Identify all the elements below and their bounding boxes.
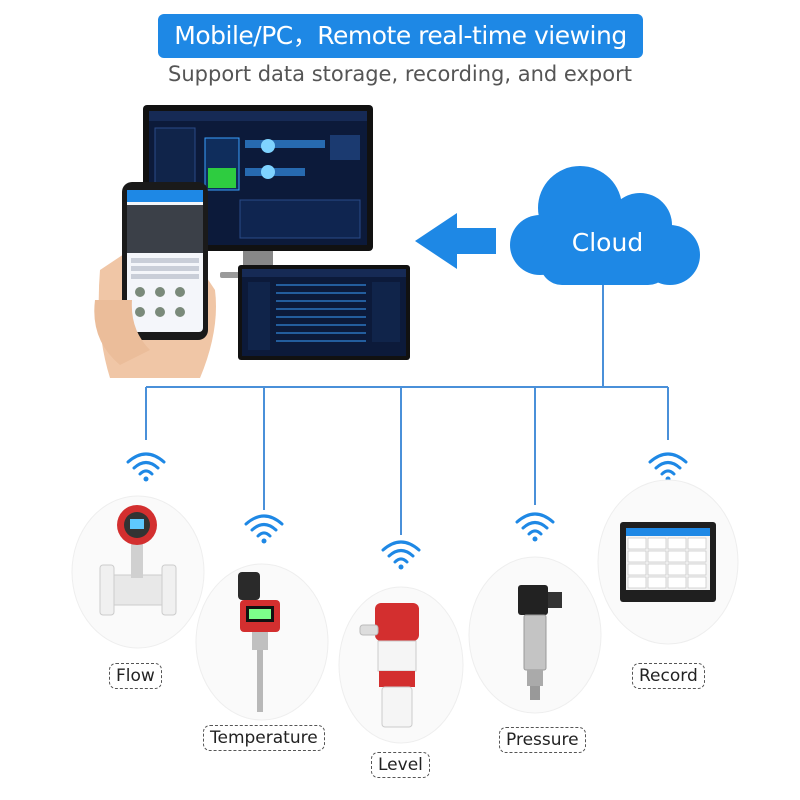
subtitle: Support data storage, recording, and exp… <box>168 62 632 86</box>
cloud-label: Cloud <box>571 228 644 257</box>
sensor-label-record: Record <box>632 663 705 689</box>
wifi-icon <box>515 512 555 542</box>
sensor-label-pressure: Pressure <box>499 727 586 753</box>
cloud-icon <box>510 166 700 285</box>
level-sensor-image <box>359 603 419 728</box>
recorder-image <box>620 522 716 602</box>
connection-lines <box>145 285 669 535</box>
headline-banner: Mobile/PC，Remote real-time viewing <box>158 14 643 58</box>
tablet-screen <box>238 265 410 360</box>
wifi-icons <box>126 452 688 570</box>
wifi-icon <box>381 540 421 570</box>
wifi-icon <box>244 514 284 544</box>
sensor-label-level: Level <box>371 752 430 778</box>
sensor-label-temperature: Temperature <box>203 725 325 751</box>
flow-meter-image <box>99 505 177 616</box>
temperature-sensor-image <box>238 572 280 712</box>
wifi-icon <box>126 452 166 482</box>
wifi-icon <box>648 452 688 482</box>
smartphone-icon <box>94 182 216 378</box>
arrow-left-icon <box>415 213 496 269</box>
pressure-sensor-image <box>518 585 562 700</box>
sensor-label-flow: Flow <box>109 663 162 689</box>
